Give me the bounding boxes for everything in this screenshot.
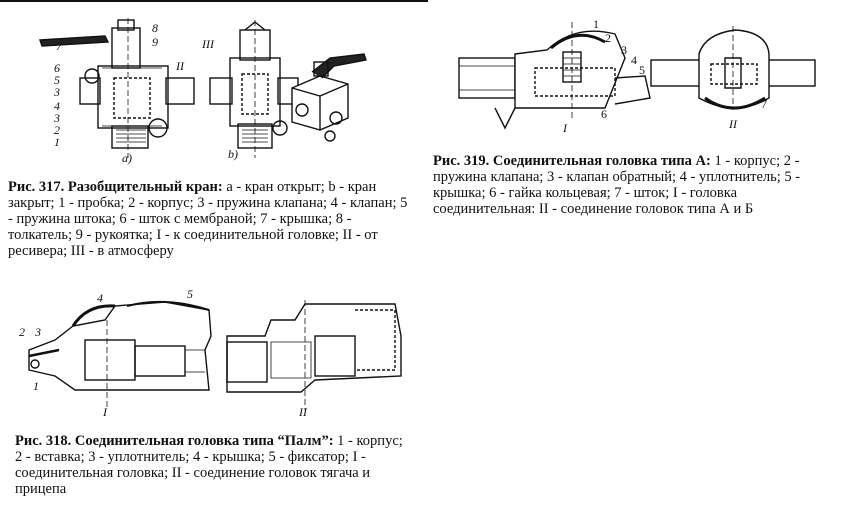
fig319-label-2: 2	[605, 31, 611, 45]
fig319-text: 1 - корпус; 2 - пружина клапана; 3 - кла…	[433, 153, 801, 217]
fig317-subfig-a: a)	[122, 151, 132, 165]
fig318-label-roman1: I	[102, 405, 108, 419]
figure-317-caption: Рис. 317. Разобщительный кран: a - кран …	[8, 179, 408, 259]
fig317-label-8: 8	[152, 21, 158, 35]
coupling-head-a-drawing: 1 2 3 4 5 6 7 I II	[458, 18, 816, 135]
fig317-label-2: 2	[54, 123, 60, 137]
figure-319-caption: Рис. 319. Соединительная головка типа А:…	[433, 153, 825, 217]
fig317-text: a - кран открыт; b - кран закрыт; 1 - пр…	[8, 179, 408, 259]
figure-318-drawing: 4 5 2 3 1 I II	[15, 280, 410, 420]
fig319-label-3: 3	[621, 43, 627, 57]
fig319-label-5: 5	[639, 63, 645, 77]
fig317-label-roman2: II	[175, 59, 185, 73]
fig318-label-5: 5	[187, 287, 193, 301]
fig317-subfig-b: b)	[228, 147, 238, 161]
fig317-title: Рис. 317. Разобщительный кран:	[8, 179, 223, 195]
fig317-label-7: 7	[56, 39, 63, 53]
fig317-label-4: 4	[54, 99, 60, 113]
fig319-label-1: 1	[593, 18, 599, 31]
palm-coupling-drawing: 4 5 2 3 1 I II	[19, 287, 402, 419]
figure-319-drawing: 1 2 3 4 5 6 7 I II	[455, 18, 820, 136]
fig317-label-3a: 3	[53, 85, 60, 99]
fig318-label-roman2: II	[298, 405, 308, 419]
top-rule	[0, 0, 428, 2]
fig317-label-6: 6	[54, 61, 60, 75]
fig318-label-2: 2	[19, 325, 25, 339]
fig318-label-1: 1	[33, 379, 39, 393]
fig319-label-7: 7	[761, 97, 767, 111]
figure-317-drawing: 7 6 5 3 4 3 2 1 8 9 II III a) b)	[30, 18, 370, 168]
fig317-label-5: 5	[54, 73, 60, 87]
fig317-label-9: 9	[152, 35, 158, 49]
fig318-text: 1 - корпус; 2 - вставка; 3 - уплотнитель…	[15, 433, 403, 497]
fig318-label-3: 3	[34, 325, 41, 339]
fig319-label-roman1: I	[562, 121, 568, 135]
fig319-label-6: 6	[601, 107, 607, 121]
fig319-label-roman2: II	[728, 117, 738, 131]
figure-318-caption: Рис. 318. Соединительная головка типа “П…	[15, 433, 407, 497]
fig317-label-3: 3	[53, 111, 60, 125]
fig317-label-1: 1	[54, 135, 60, 149]
fig319-title: Рис. 319. Соединительная головка типа А:	[433, 153, 711, 169]
fig319-label-4: 4	[631, 53, 637, 67]
valve-drawing: 7 6 5 3 4 3 2 1 8 9 II III a) b)	[39, 18, 367, 165]
fig318-label-4: 4	[97, 291, 103, 305]
fig318-title: Рис. 318. Соединительная головка типа “П…	[15, 433, 334, 449]
fig317-label-roman3: III	[201, 37, 215, 51]
